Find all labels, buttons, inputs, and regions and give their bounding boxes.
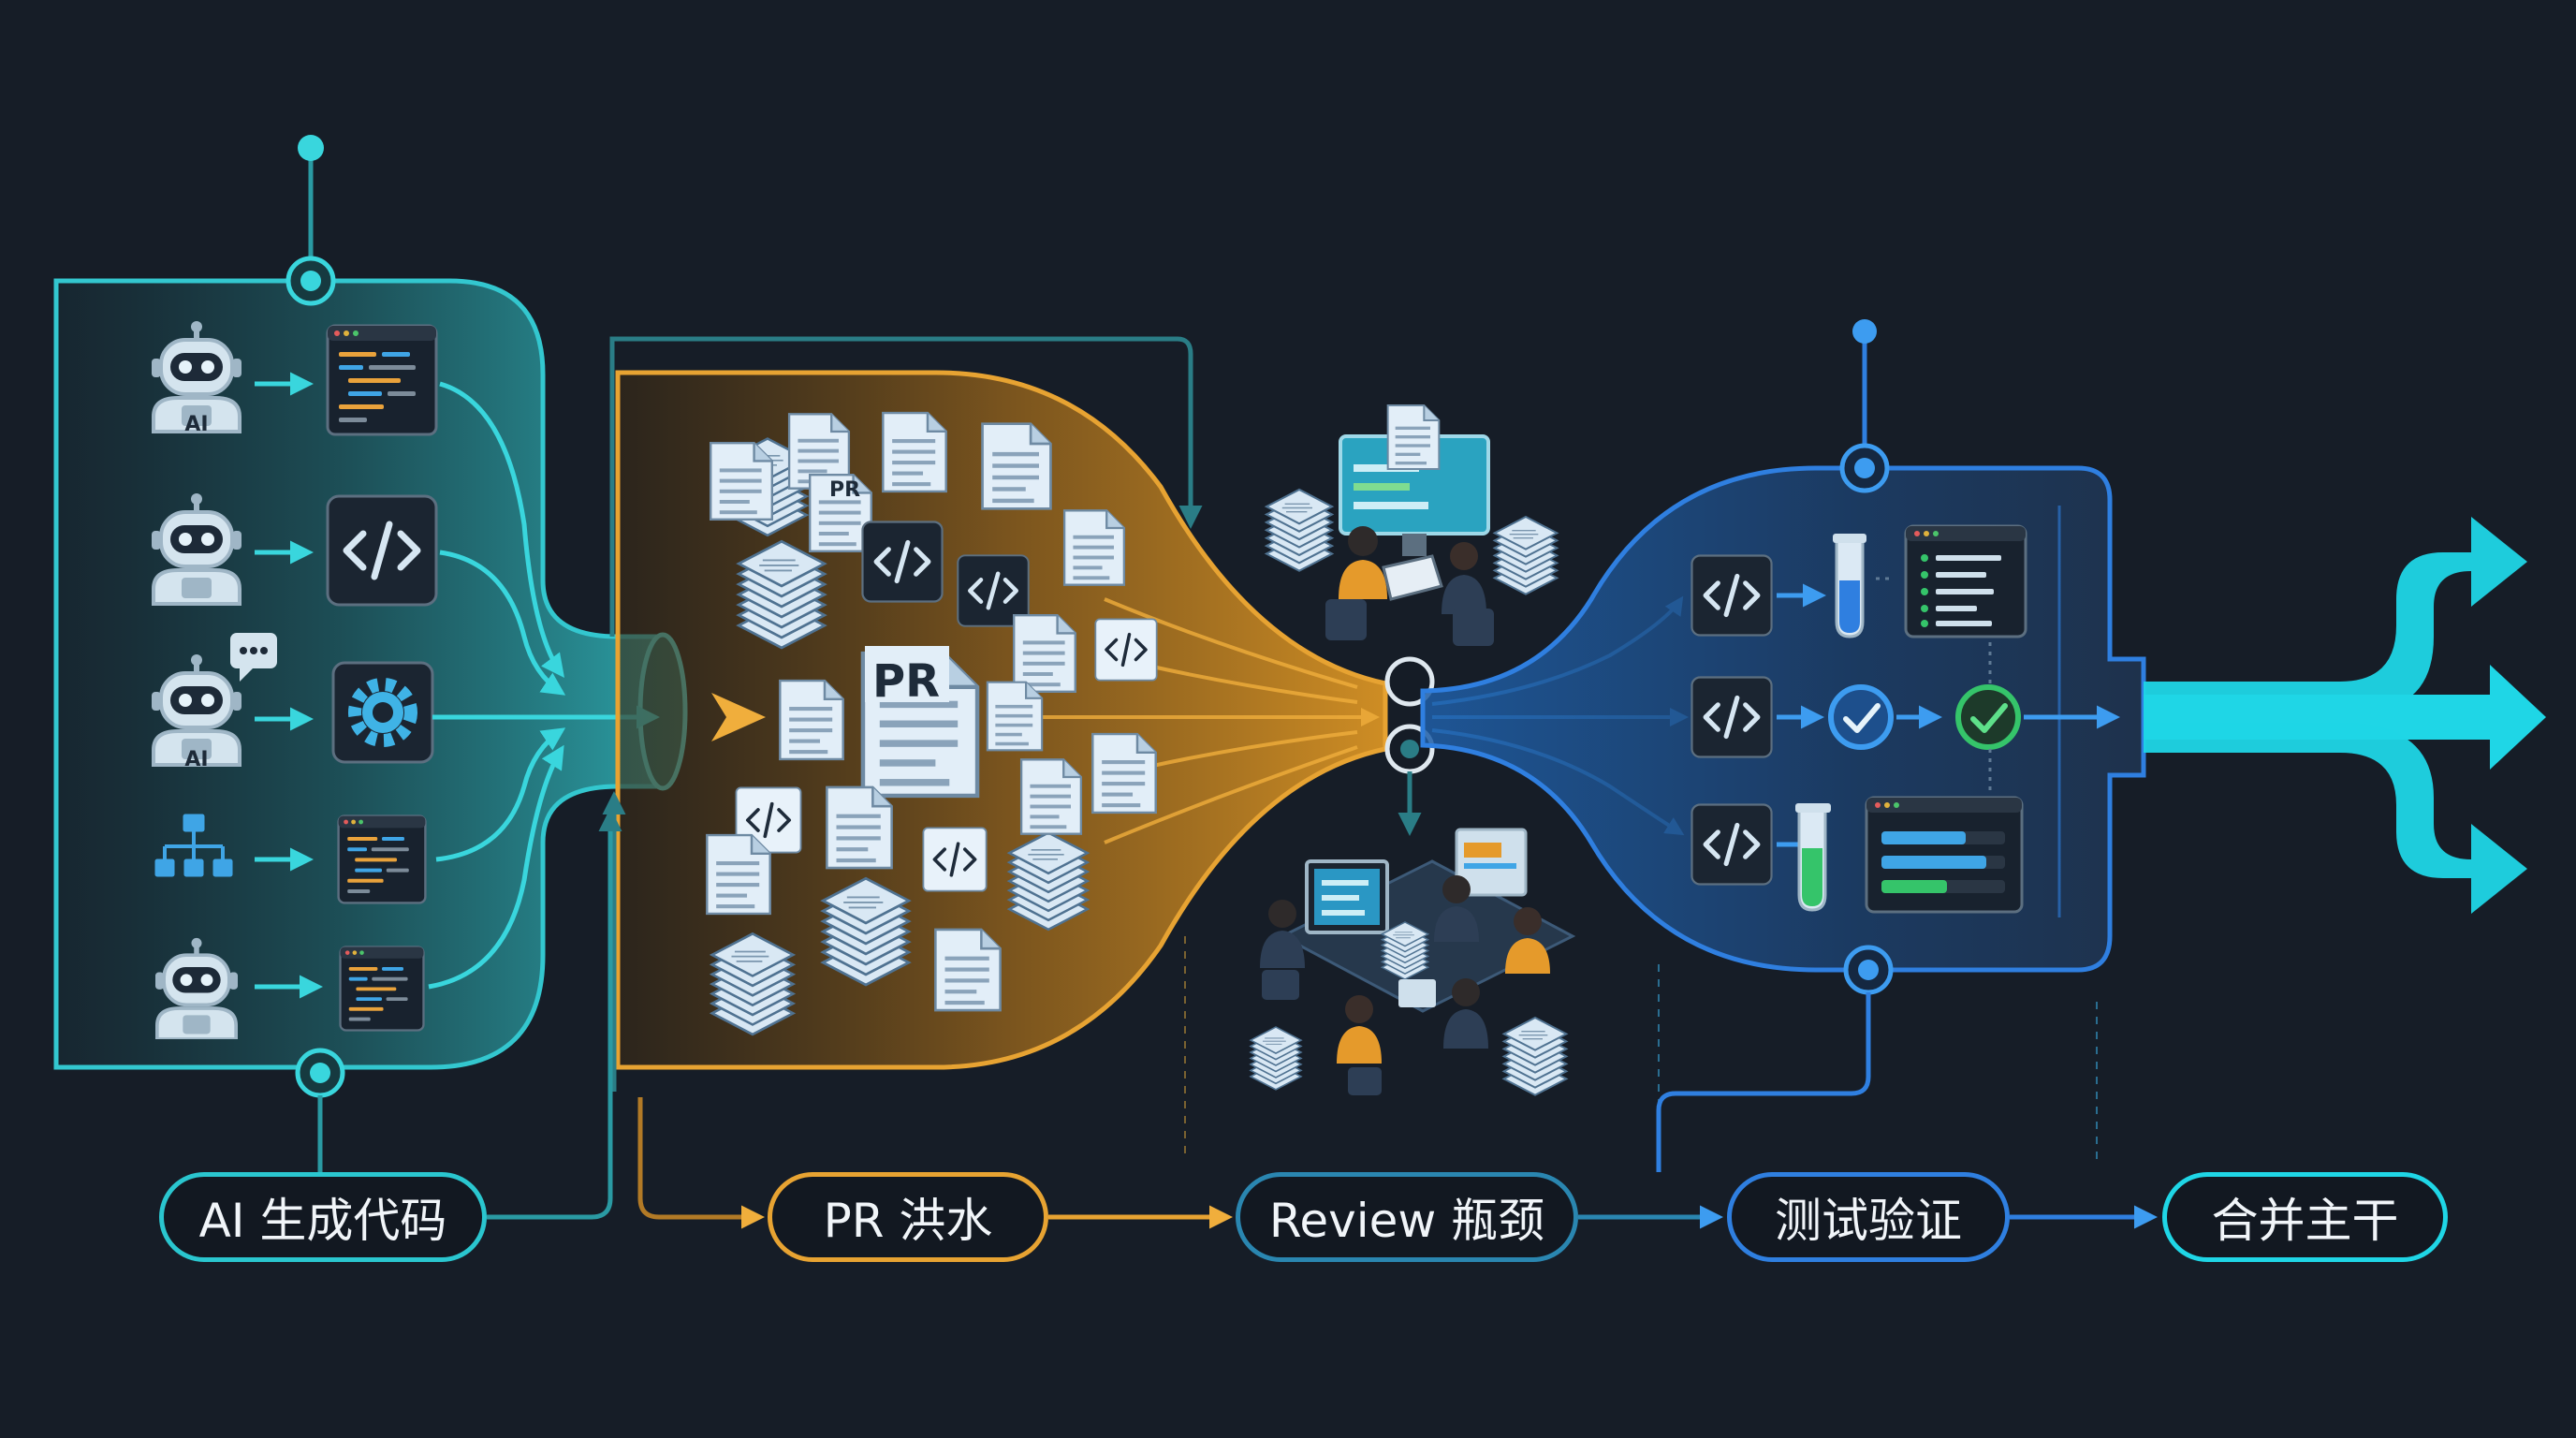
document-icon [705, 833, 772, 916]
robot-row-3: AI [152, 633, 434, 771]
document-icon [1062, 509, 1126, 586]
arrow-icon [2144, 665, 2546, 770]
test-row-3 [1691, 749, 2024, 914]
org-chart-icon [154, 814, 233, 877]
code-tag-icon [328, 496, 436, 605]
paper-stack-icon [1265, 488, 1334, 573]
document-icon [1090, 732, 1158, 814]
team-icon [1265, 404, 1559, 646]
robot-ai-badge-3: AI [184, 748, 208, 771]
ai-flow-lines [428, 381, 660, 990]
test-row-1 [1691, 524, 2027, 638]
test-row-2 [1691, 642, 2120, 757]
robot-row-1: AI [152, 321, 438, 436]
bottom-flow [487, 808, 2158, 1229]
stage-label-review-bottleneck: Review 瓶颈 [1236, 1172, 1578, 1262]
document-icon [1012, 613, 1077, 694]
stage-label-ai-generate: AI 生成代码 [159, 1172, 487, 1262]
document-icon [1386, 404, 1441, 471]
gear-icon [331, 661, 434, 764]
stage-label-pr-flood: PR 洪水 [768, 1172, 1048, 1262]
pr-small-doc: PR [808, 473, 873, 553]
code-tag-icon [1691, 804, 1771, 884]
paper-stack-icon [1250, 1026, 1302, 1091]
document-icon [986, 681, 1044, 752]
review-stage [1184, 404, 2098, 1161]
chat-bubble-icon [230, 633, 277, 682]
check-circle-icon [1828, 684, 1894, 750]
paper-stack-icon [1381, 921, 1429, 980]
test-tube-icon [1833, 534, 1866, 638]
arrow-icon [711, 693, 766, 741]
document-icon [981, 422, 1052, 510]
svg-text:PR: PR [829, 478, 860, 502]
document-icon [882, 411, 947, 493]
code-window-icon [1904, 524, 2027, 638]
code-window-icon [326, 324, 438, 436]
paper-stack-icon [821, 876, 911, 987]
code-window-icon [1865, 796, 2024, 914]
code-window-icon [339, 946, 425, 1032]
code-window-icon [337, 814, 427, 904]
document-icon [934, 928, 1002, 1012]
merge-arrows [2144, 517, 2546, 914]
team-icon [1250, 828, 1576, 1096]
robot-row-4 [154, 814, 427, 904]
document-icon [826, 785, 893, 870]
paper-stack-icon [710, 932, 795, 1036]
code-tag-icon [1691, 555, 1771, 635]
test-tube-icon [1795, 803, 1831, 912]
code-tag-icon [862, 521, 942, 601]
pr-document-cloud: PR PR [705, 411, 1159, 1036]
code-tag-icon [1691, 677, 1771, 756]
stage-label-merge-trunk: 合并主干 [2162, 1172, 2448, 1262]
robot-ai-badge-1: AI [184, 413, 208, 436]
paper-stack-icon [1007, 830, 1090, 932]
pr-large-doc: PR [863, 646, 977, 796]
document-icon [709, 441, 774, 521]
arrow-icon [2144, 723, 2527, 914]
code-tag-icon [1093, 617, 1159, 682]
svg-text:PR: PR [872, 655, 940, 708]
robot-row-2 [152, 493, 436, 605]
paper-stack-icon [737, 539, 827, 650]
check-circle-icon [1955, 684, 2021, 750]
stage-label-test-verify: 测试验证 [1727, 1172, 2010, 1262]
document-icon [1019, 758, 1083, 835]
document-icon [779, 679, 844, 761]
paper-stack-icon [1502, 1016, 1568, 1096]
arrow-icon [2144, 517, 2527, 712]
code-tag-icon [921, 826, 988, 893]
paper-stack-icon [1493, 515, 1559, 595]
robot-row-5 [154, 936, 425, 1039]
